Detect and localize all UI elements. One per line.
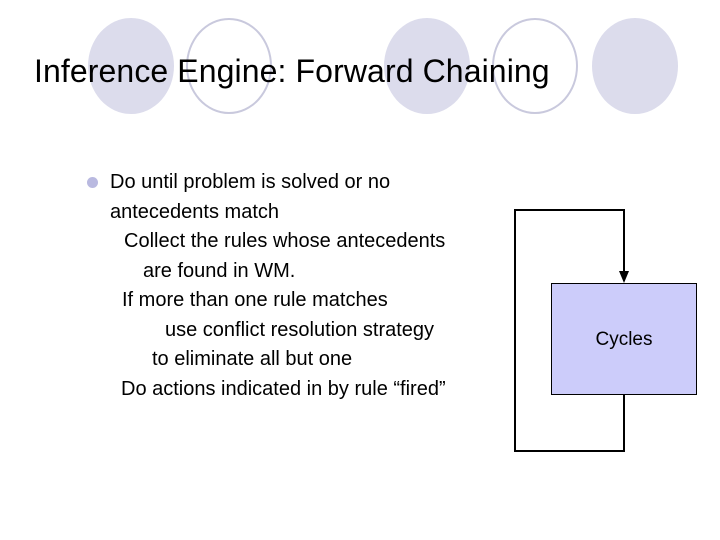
body-line-text: Do actions indicated in by rule “fired” [121, 377, 446, 400]
body-line-text: to eliminate all but one [152, 348, 353, 370]
body-line-text: Collect the rules whose antecedents [124, 230, 446, 252]
loop-arrow-icon [514, 209, 629, 452]
body-line: If more than one rule matches [86, 286, 506, 316]
cycles-loop-diagram: Cycles [505, 200, 710, 465]
cycles-box: Cycles [551, 283, 697, 395]
body-text-block: Do until problem is solved or no anteced… [86, 168, 506, 404]
body-line: are found in WM. [86, 257, 506, 287]
bullet-list-item: Do until problem is solved or no [86, 168, 506, 198]
body-line-text: Do until problem is solved or no [110, 171, 391, 193]
body-line: use conflict resolution strategy [86, 316, 506, 346]
body-line: Collect the rules whose antecedents [86, 227, 506, 257]
body-line: Do actions indicated in by rule “fired” [86, 375, 506, 405]
cycles-box-label: Cycles [595, 328, 653, 350]
body-line-text: antecedents match [110, 200, 279, 223]
body-line: to eliminate all but one [86, 345, 506, 375]
bullet-point-icon [87, 177, 98, 188]
page-title: Inference Engine: Forward Chaining [34, 53, 550, 89]
body-line-text: use conflict resolution strategy [165, 318, 435, 341]
body-line-text: are found in WM. [143, 259, 296, 282]
body-line: antecedents match [86, 198, 506, 228]
body-line-text: If more than one rule matches [122, 289, 388, 311]
